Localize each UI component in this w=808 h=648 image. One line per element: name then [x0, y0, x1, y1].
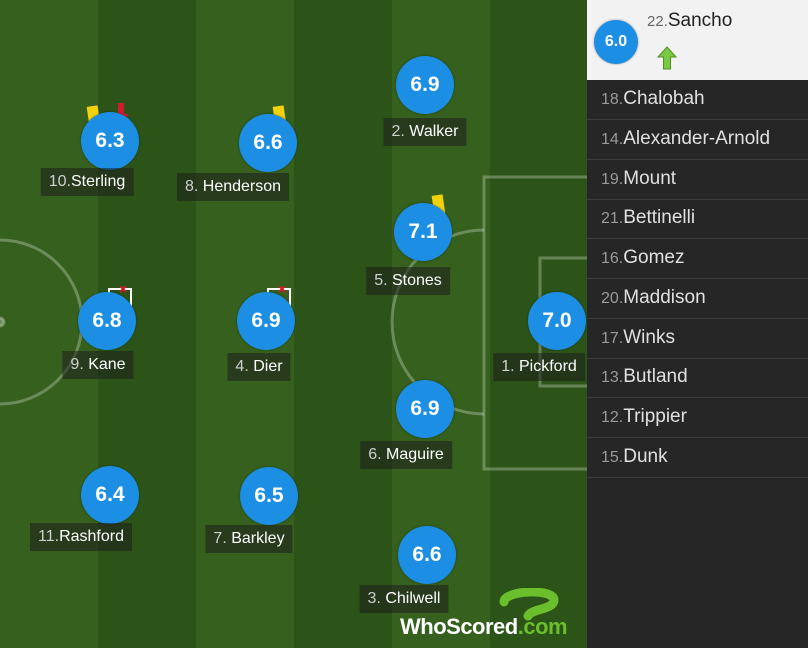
player-number: 1. [501, 358, 515, 375]
player-name: Trippier [623, 406, 687, 427]
rating-badge: 6.3 [81, 112, 139, 170]
player-name-label: 9. Kane [62, 351, 134, 379]
player-name: Alexander-Arnold [623, 128, 771, 149]
player-number: 10. [48, 173, 71, 190]
player-number: 14. [601, 131, 624, 148]
bench-player-row[interactable]: 19.Mount [587, 160, 808, 200]
player-name: Stones [391, 272, 442, 289]
player-name-label: 11.Rashford [30, 523, 132, 551]
player-name-label: 2. Walker [383, 118, 467, 146]
substitute-in-row[interactable]: 6.0 22.Sancho [587, 0, 808, 80]
logo-text: WhoScored.com [400, 614, 568, 640]
player-name: Barkley [231, 530, 285, 547]
rating-badge: 6.5 [240, 467, 298, 525]
player-name-label: 8. Henderson [176, 173, 290, 201]
player-name-label: 10.Sterling [40, 168, 134, 196]
rating-badge: 6.6 [239, 114, 297, 172]
player-name-label: 4. Dier [227, 353, 291, 381]
rating-badge: 6.9 [396, 56, 454, 114]
logo-text-dot: .com [517, 614, 568, 639]
bench-player-row[interactable]: 13.Butland [587, 358, 808, 398]
player-number: 4. [235, 358, 249, 375]
bench-player-row[interactable]: 21.Bettinelli [587, 199, 808, 239]
player-name: Sancho [667, 10, 733, 31]
player-number: 19. [601, 171, 624, 188]
player-name: Chilwell [385, 590, 441, 607]
player-name: Maguire [385, 446, 444, 463]
bench-player-row[interactable]: 20.Maddison [587, 279, 808, 319]
rating-badge: 6.9 [237, 292, 295, 350]
pitch: 6.9 2. Walker 6.3 10.Sterling 6.6 8. Hen… [0, 0, 587, 648]
player-name: Rashford [59, 528, 124, 545]
player-name: Walker [409, 123, 459, 140]
substitute-name-label: 22.Sancho [647, 10, 732, 32]
bench-sidebar: 6.0 22.Sancho 18.Chalobah 14.Alexander-A… [587, 0, 808, 648]
player-number: 6. [368, 446, 382, 463]
question-mark-logo-icon [499, 588, 559, 621]
player-name: Dier [253, 358, 283, 375]
rating-badge: 7.0 [528, 292, 586, 350]
sub-in-arrow-icon [657, 46, 677, 70]
player-number: 7. [213, 530, 227, 547]
player-name: Henderson [202, 178, 282, 195]
bench-player-row[interactable]: 16.Gomez [587, 239, 808, 279]
player-name: Dunk [623, 446, 668, 467]
player-number: 8. [184, 178, 199, 195]
bench-player-row[interactable]: 18.Chalobah [587, 80, 808, 120]
player-number: 15. [601, 449, 624, 466]
player-number: 3. [367, 590, 381, 607]
logo-text-main: WhoScored [400, 614, 518, 639]
player-name-label: 5. Stones [366, 267, 450, 295]
player-number: 5. [374, 272, 388, 289]
player-name: Kane [88, 356, 126, 373]
player-number: 9. [70, 356, 84, 373]
rating-badge: 6.9 [396, 380, 454, 438]
player-name: Winks [623, 327, 675, 348]
rating-badge: 6.6 [398, 526, 456, 584]
player-name: Gomez [623, 247, 685, 268]
player-name-label: 3. Chilwell [359, 585, 449, 613]
rating-badge: 7.1 [394, 203, 452, 261]
player-number: 13. [601, 369, 624, 386]
player-number: 16. [601, 250, 624, 267]
bench-player-row[interactable]: 17.Winks [587, 319, 808, 359]
player-number: 18. [601, 91, 624, 108]
player-name: Butland [623, 366, 688, 387]
bench-player-row[interactable]: 12.Trippier [587, 398, 808, 438]
bench-player-row[interactable]: 14.Alexander-Arnold [587, 120, 808, 160]
player-name: Chalobah [623, 88, 705, 109]
player-name-label: 6. Maguire [360, 441, 452, 469]
player-name: Bettinelli [623, 207, 696, 228]
rating-badge: 6.8 [78, 292, 136, 350]
rating-badge: 6.4 [81, 466, 139, 524]
player-name: Mount [623, 168, 677, 189]
rating-badge: 6.0 [594, 20, 638, 64]
bench-player-row[interactable]: 15.Dunk [587, 438, 808, 478]
player-name-label: 1. Pickford [493, 353, 585, 381]
player-name: Maddison [623, 287, 706, 308]
player-number: 12. [601, 409, 624, 426]
player-number: 17. [601, 330, 624, 347]
player-number: 2. [391, 123, 405, 140]
player-name: Pickford [519, 358, 577, 375]
player-number: 22. [647, 13, 668, 30]
player-name-label: 7. Barkley [205, 525, 293, 553]
whoscored-logo: WhoScored.com [398, 588, 580, 640]
player-number: 21. [601, 210, 624, 227]
player-name: Sterling [71, 173, 126, 190]
player-number: 20. [601, 290, 624, 307]
player-number: 11. [38, 528, 60, 545]
